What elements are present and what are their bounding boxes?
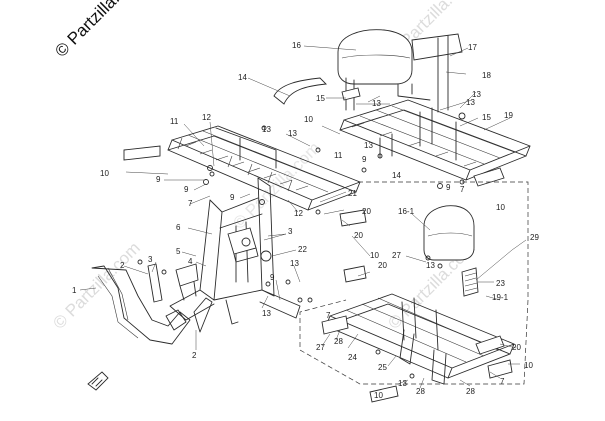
callout-7: 7 xyxy=(326,311,331,320)
callout-10: 10 xyxy=(100,169,109,178)
callout-20: 20 xyxy=(378,261,387,270)
footrest-left xyxy=(91,263,199,345)
callout-11: 11 xyxy=(170,117,179,126)
reflector-parts xyxy=(123,145,513,403)
callout-21: 21 xyxy=(348,189,357,198)
callout-23: 23 xyxy=(496,279,505,288)
callout-13: 13 xyxy=(472,90,481,99)
callout-14: 14 xyxy=(392,171,401,180)
callout-10: 10 xyxy=(370,251,379,260)
callout-29: 29 xyxy=(530,233,539,242)
callout-12: 12 xyxy=(294,209,303,218)
main-frame xyxy=(169,177,301,321)
backrest-16 xyxy=(337,29,463,113)
callout-16-1: 16-1 xyxy=(398,207,415,216)
callout-4: 4 xyxy=(188,257,193,266)
callout-9: 9 xyxy=(156,175,161,184)
callout-17: 17 xyxy=(468,43,477,52)
callout-24: 24 xyxy=(348,353,357,362)
callout-13: 13 xyxy=(466,98,475,107)
callout-8: 9 xyxy=(446,183,451,192)
callout-1: 1 xyxy=(72,286,77,295)
callout-20: 20 xyxy=(354,231,363,240)
callout-19: 19 xyxy=(504,111,513,120)
bracket-2 xyxy=(147,263,239,333)
callout-9: 9 xyxy=(230,193,235,202)
leader-lines xyxy=(79,45,527,389)
callout-15: 15 xyxy=(316,94,325,103)
callout-13: 13 xyxy=(288,129,297,138)
front-direction-icon xyxy=(87,371,109,391)
callout-labels: 16 17 14 18 15 13 13 13 15 19 10 13 11 1… xyxy=(72,41,539,400)
callout-16: 16 xyxy=(292,41,301,50)
handle-14 xyxy=(273,77,327,105)
callout-5: 5 xyxy=(176,247,181,256)
callout-10: 10 xyxy=(496,203,505,212)
dashed-group-29 xyxy=(299,181,529,385)
callout-9: 9 xyxy=(270,273,275,282)
callout-8: 9 xyxy=(362,155,367,164)
callout-7: 7 xyxy=(188,199,193,208)
callout-28: 28 xyxy=(334,337,343,346)
backrest-16-1 xyxy=(423,205,475,261)
callout-26: 27 xyxy=(392,251,401,260)
callout-25: 25 xyxy=(378,363,387,372)
hardware-bolts xyxy=(137,125,465,379)
backrest-support xyxy=(341,77,466,120)
callout-8: 9 xyxy=(184,185,189,194)
callout-10: 10 xyxy=(524,361,533,370)
grip-23 xyxy=(461,267,479,297)
callout-22: 22 xyxy=(298,245,307,254)
callout-13: 13 xyxy=(372,99,381,108)
callout-8: 10 xyxy=(374,391,383,400)
callout-14: 14 xyxy=(238,73,247,82)
callout-3: 3 xyxy=(288,227,293,236)
callout-27: 27 xyxy=(316,343,325,352)
callout-15: 15 xyxy=(482,113,491,122)
callout-18: 18 xyxy=(482,71,491,80)
callout-7: 7 xyxy=(460,185,465,194)
rear-rack-19 xyxy=(339,99,531,187)
callout-19-1: 19-1 xyxy=(492,293,509,302)
callout-3: 3 xyxy=(148,255,153,264)
callout-6: 6 xyxy=(176,223,181,232)
rear-rack-19-1 xyxy=(325,293,515,385)
callout-2: 2 xyxy=(192,351,197,360)
callout-20: 20 xyxy=(512,343,521,352)
callout-2: 2 xyxy=(120,261,125,270)
callout-7: 7 xyxy=(500,377,505,386)
watermark-main: © Partzilla.com xyxy=(51,0,145,61)
watermark-faint: © Partzilla.com xyxy=(229,138,323,232)
callout-28: 28 xyxy=(416,387,425,396)
callout-10: 10 xyxy=(304,115,313,124)
callout-11: 11 xyxy=(334,151,343,160)
callout-13: 13 xyxy=(262,309,271,318)
callout-13: 13 xyxy=(364,141,373,150)
watermark-faint: © Partzilla.com xyxy=(49,238,143,332)
callout-13: 13 xyxy=(290,259,299,268)
callout-12: 12 xyxy=(202,113,211,122)
callout-13: 13 xyxy=(262,125,271,134)
callout-27: 28 xyxy=(466,387,475,396)
callout-13: 13 xyxy=(398,379,407,388)
callout-13: 13 xyxy=(426,261,435,270)
callout-20: 20 xyxy=(362,207,371,216)
